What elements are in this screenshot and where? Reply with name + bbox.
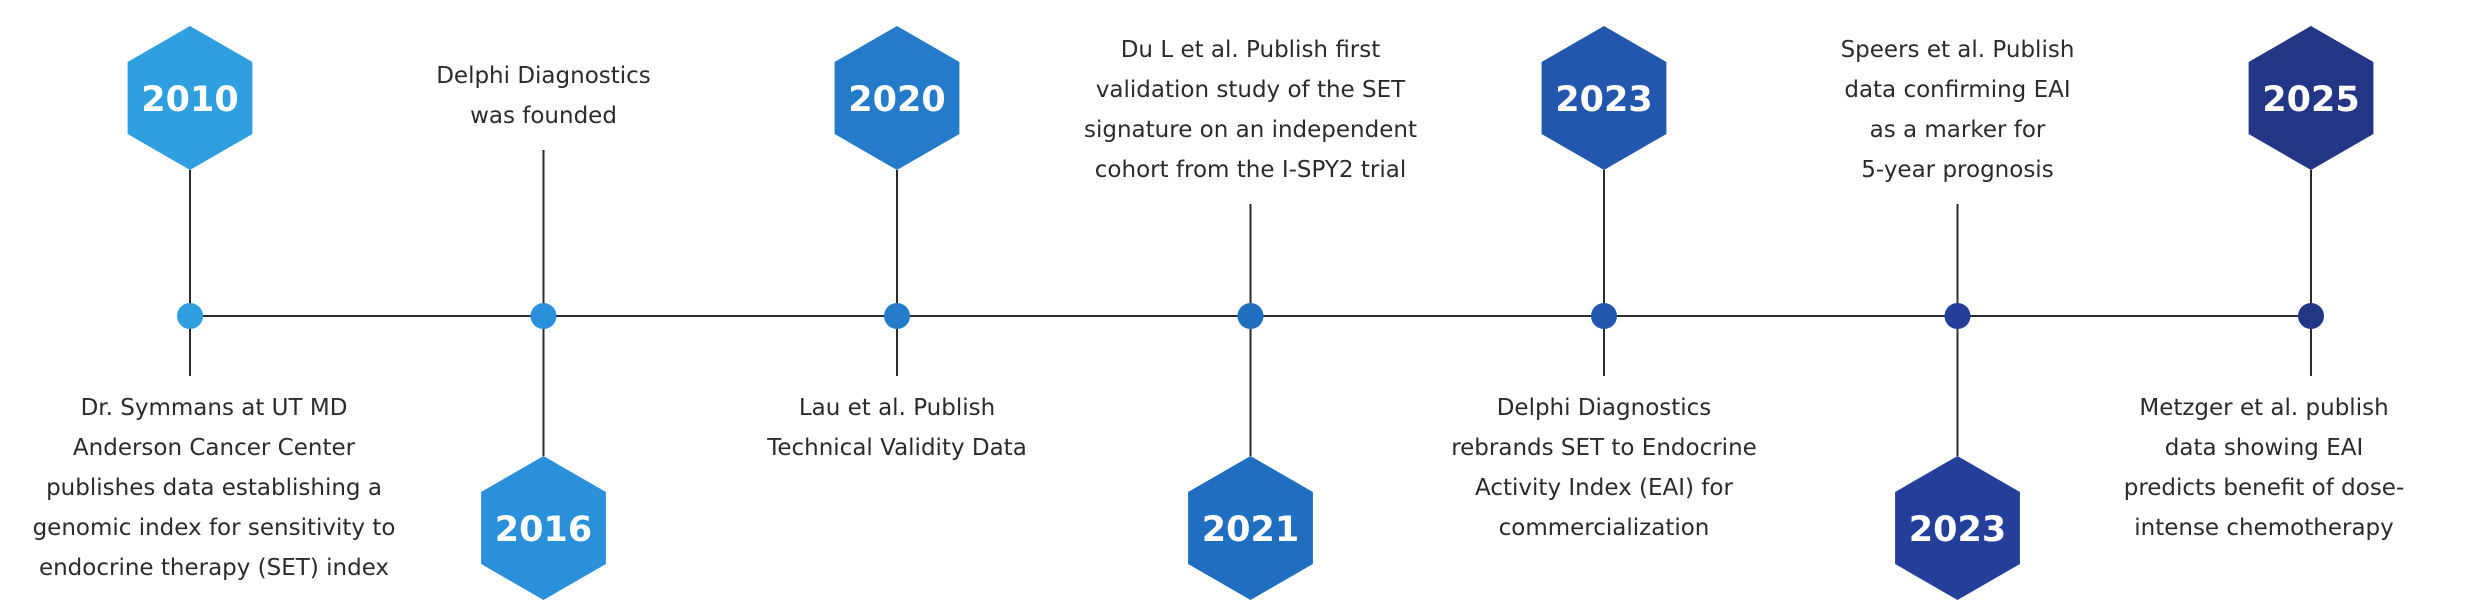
year-hexagon <box>2248 26 2374 170</box>
year-hexagon <box>1541 26 1667 170</box>
year-hexagon <box>1188 456 1313 600</box>
timeline-event: 2023 <box>1895 204 2020 600</box>
timeline-event: 2023 <box>1541 26 1667 376</box>
event-description-line: Delphi Diagnostics <box>436 63 651 89</box>
event-description-line: Speers et al. Publish <box>1840 37 2075 63</box>
year-hexagon <box>481 456 606 600</box>
timeline-node <box>884 303 910 329</box>
event-description-line: rebrands SET to Endocrine <box>1451 435 1757 461</box>
event-description: Speers et al. Publish data confirming EAI… <box>1748 30 2168 190</box>
event-description-line: endocrine therapy (SET) index <box>38 555 390 581</box>
event-description: Metzger et al. publish data showing EAI pr… <box>2054 388 2474 548</box>
event-description-line: data showing EAI <box>2164 435 2364 461</box>
event-description: Du L et al. Publish first validation stud… <box>1041 30 1461 190</box>
event-description-line: Anderson Cancer Center <box>72 435 356 461</box>
year-hexagon <box>1895 456 2020 600</box>
year-label: 2020 <box>848 80 945 120</box>
timeline-node <box>177 303 203 329</box>
event-description-line: cohort from the I-SPY2 trial <box>1094 157 1407 183</box>
event-description-line: Delphi Diagnostics <box>1496 395 1712 421</box>
event-description-line: Metzger et al. publish <box>2139 395 2389 421</box>
timeline-node <box>530 303 557 329</box>
event-description-line: Lau et al. Publish <box>798 395 996 421</box>
timeline-event: 2016 <box>481 150 606 600</box>
year-label: 2023 <box>1909 510 2006 550</box>
event-description-line: Technical Validity Data <box>767 435 1027 461</box>
year-label: 2023 <box>1555 80 1652 120</box>
event-description-line: 5-year prognosis <box>1861 157 2054 183</box>
event-description-line: genomic index for sensitivity to <box>32 515 396 541</box>
year-label: 2025 <box>2262 80 2359 120</box>
event-description-line: publishes data establishing a <box>46 475 382 501</box>
year-hexagon <box>127 26 253 170</box>
event-description-line: was founded <box>470 103 617 129</box>
event-description: Delphi Diagnostics was founded <box>334 56 754 136</box>
timeline-node <box>1944 303 1971 329</box>
event-description-line: Du L et al. Publish first <box>1120 37 1381 63</box>
timeline-event: 2021 <box>1188 204 1313 600</box>
event-description-line: commercialization <box>1498 515 1710 541</box>
event-description-line: predicts benefit of dose- <box>2123 475 2405 501</box>
year-hexagon <box>834 26 960 170</box>
event-description-line: data confirming EAI <box>1844 77 2071 103</box>
event-description: Delphi Diagnostics rebrands SET to Endocr… <box>1394 388 1814 548</box>
event-description-line: Activity Index (EAI) for <box>1475 475 1733 501</box>
event-description-line: as a marker for <box>1869 117 2046 143</box>
year-label: 2021 <box>1202 510 1299 550</box>
timeline-event: 2010 <box>127 26 253 376</box>
timeline-event: 2020 <box>834 26 960 376</box>
event-description-line: Dr. Symmans at UT MD <box>80 395 348 421</box>
event-description-line: signature on an independent <box>1084 117 1417 143</box>
year-label: 2010 <box>141 80 238 120</box>
timeline-node <box>2298 303 2324 329</box>
year-label: 2016 <box>495 510 592 550</box>
event-description-line: intense chemotherapy <box>2134 515 2394 541</box>
event-description-line: validation study of the SET <box>1095 77 1406 103</box>
timeline-event: 2025 <box>2248 26 2374 376</box>
timeline-node <box>1237 303 1264 329</box>
event-description: Dr. Symmans at UT MD Anderson Cancer Cent… <box>4 388 424 588</box>
timeline-node <box>1591 303 1617 329</box>
